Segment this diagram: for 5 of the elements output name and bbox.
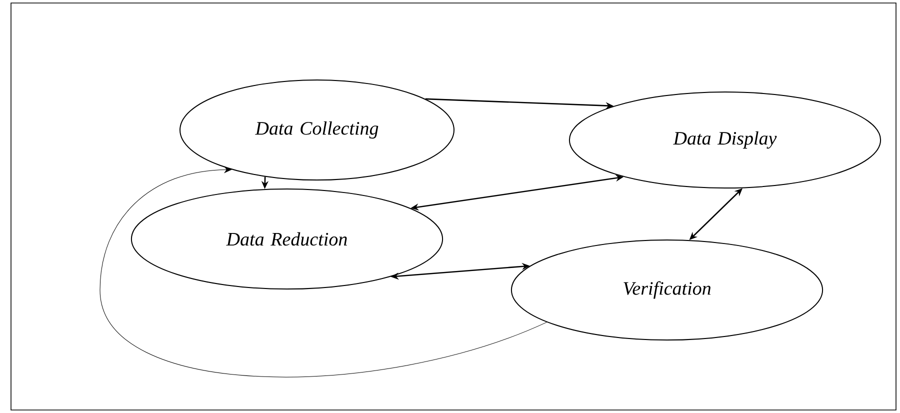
ellipse-node: Verification xyxy=(510,240,824,340)
arrow xyxy=(100,166,548,377)
ellipse-node: Data Display xyxy=(568,92,882,188)
ellipse-node: Data Reduction xyxy=(130,188,444,290)
ellipse-node: Data Collecting xyxy=(180,80,454,180)
